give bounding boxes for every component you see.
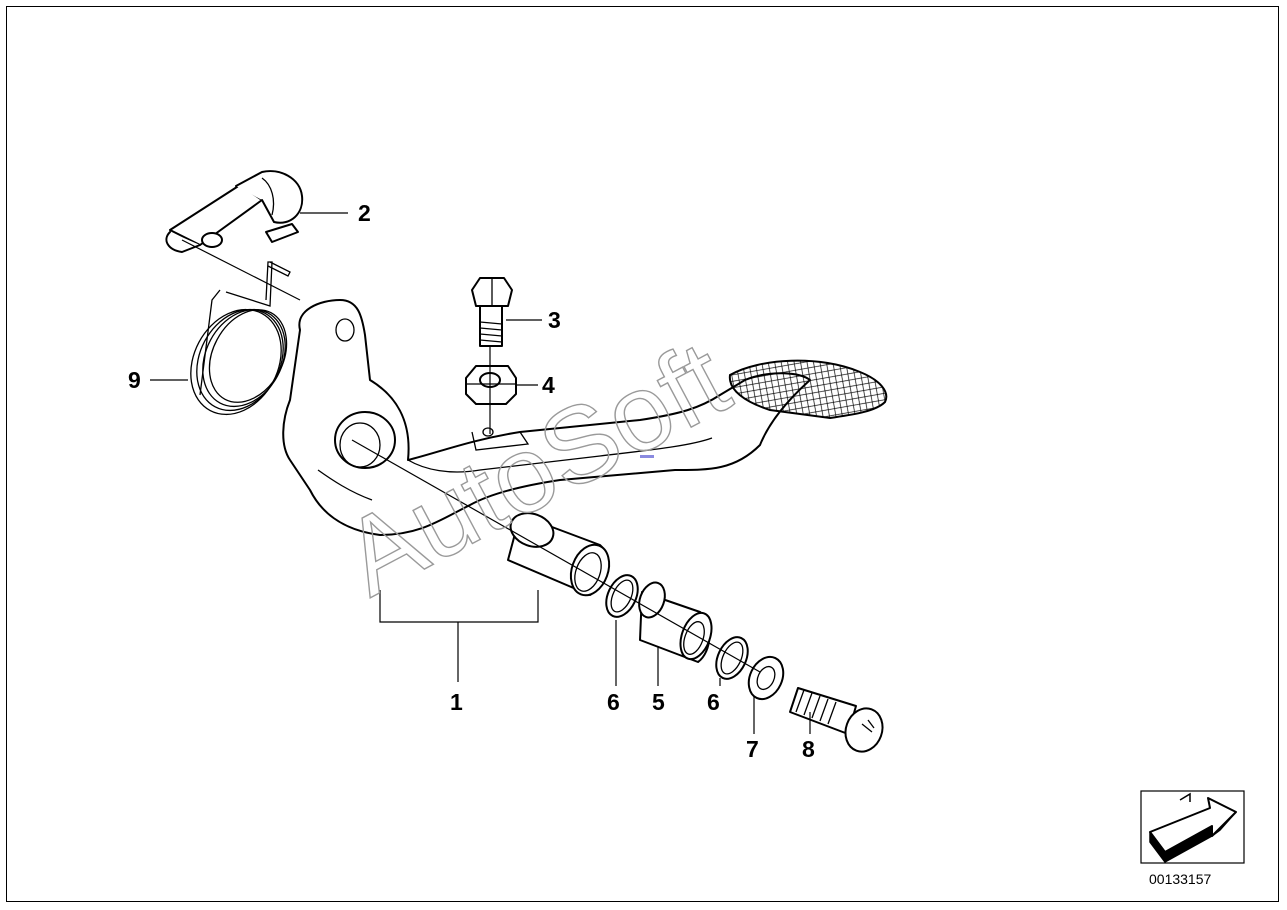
callout-9: 9 [128,367,141,393]
torsion-spring [190,261,291,416]
callout-5: 5 [652,689,665,715]
callout-3: 3 [548,307,561,333]
hex-bolt [471,277,513,347]
callout-7: 7 [746,736,759,762]
image-number: 00133157 [1149,871,1212,887]
shoulder-bolt [789,687,884,753]
circlip-left [605,574,639,618]
circlip-right [715,636,749,680]
callout-1: 1 [450,689,463,715]
bushing-sleeve [507,512,611,597]
assembly-axis-lines [181,239,761,673]
arrow-next-icon[interactable] [1140,790,1245,864]
callout-2: 2 [358,200,371,226]
diagram-frame [6,6,1279,902]
foot-pad [728,359,888,420]
callout-labels: 2 3 4 9 1 6 5 6 7 8 [128,200,815,762]
watermark-dash [640,455,654,458]
callout-6-right: 6 [707,689,720,715]
callout-4: 4 [542,372,555,398]
callout-6-left: 6 [607,689,620,715]
leader-lines [150,212,811,734]
callout-8: 8 [802,736,815,762]
bearing-bush [638,581,713,663]
hex-nut [465,365,517,405]
clevis-pin [165,170,304,253]
flat-washer [747,655,785,701]
